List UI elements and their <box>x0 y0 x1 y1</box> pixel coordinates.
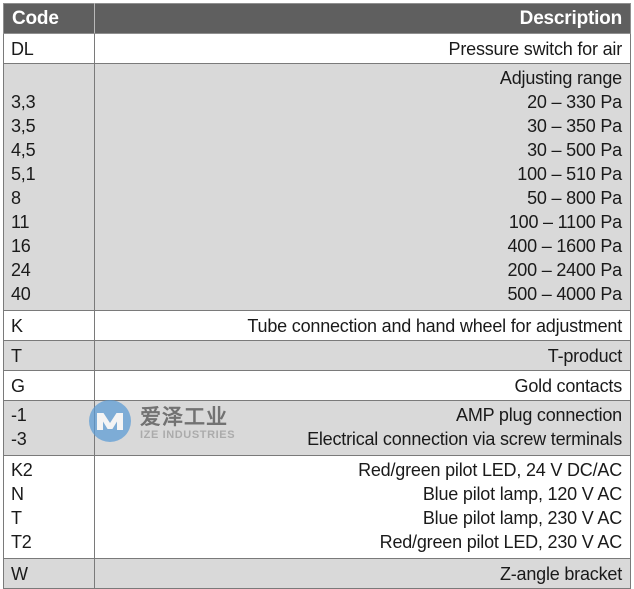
table-row: T T-product <box>3 340 631 371</box>
description-line: 100 – 510 Pa <box>517 164 622 184</box>
cell-code: DL <box>3 33 95 64</box>
table-row: W Z-angle bracket <box>3 558 631 589</box>
column-header-code: Code <box>3 3 95 34</box>
description-line: Red/green pilot LED, 230 V AC <box>379 532 623 552</box>
description-line: Pressure switch for air <box>448 38 623 59</box>
description-line: 30 – 350 Pa <box>527 116 622 136</box>
description-line: Tube connection and hand wheel for adjus… <box>247 315 622 336</box>
description-line: 50 – 800 Pa <box>527 188 622 208</box>
description-line: Blue pilot lamp, 230 V AC <box>422 508 622 528</box>
spec-table-container: Code Description DL Pressure switch for a… <box>0 3 634 589</box>
cell-description: Adjusting range 20 – 330 Pa 30 – 350 Pa 30 … <box>94 63 631 311</box>
description-line: 20 – 330 Pa <box>527 92 622 112</box>
description-line: Z-angle bracket <box>499 563 622 584</box>
product-code-table: Code Description DL Pressure switch for a… <box>3 3 631 589</box>
code-line: G <box>11 375 25 396</box>
spacer <box>11 66 86 90</box>
code-line: K2 <box>11 460 33 480</box>
code-line: 11 <box>11 212 30 232</box>
code-line: N <box>11 484 24 504</box>
code-line: 4,5 <box>11 140 36 160</box>
code-line: -3 <box>11 429 27 449</box>
description-line: 500 – 4000 Pa <box>507 284 622 304</box>
code-line: 40 <box>11 284 31 304</box>
description-line: Red/green pilot LED, 24 V DC/AC <box>358 460 622 480</box>
cell-description: Red/green pilot LED, 24 V DC/AC Blue pilo… <box>94 455 631 559</box>
code-line: T <box>11 345 22 366</box>
cell-code: K <box>3 310 95 341</box>
cell-description: T-product <box>94 340 631 371</box>
description-line: AMP plug connection <box>456 405 622 425</box>
code-line: 3,5 <box>11 116 36 136</box>
column-header-description: Description <box>94 3 631 34</box>
code-line: T <box>11 508 22 528</box>
description-line: 100 – 1100 Pa <box>508 212 622 232</box>
code-line: W <box>11 563 28 584</box>
table-header-row: Code Description <box>3 3 631 34</box>
description-line: Blue pilot lamp, 120 V AC <box>422 484 622 504</box>
table-row: 3,3 3,5 4,5 5,1 8 11 16 24 40 Adjusting range 20 –… <box>3 63 631 311</box>
description-line: 200 – 2400 Pa <box>507 260 622 280</box>
cell-code: W <box>3 558 95 589</box>
code-line: 3,3 <box>11 92 36 112</box>
cell-code: T <box>3 340 95 371</box>
cell-code: 3,3 3,5 4,5 5,1 8 11 16 24 40 <box>3 63 95 311</box>
cell-description: Z-angle bracket <box>94 558 631 589</box>
description-line: Electrical connection via screw terminal… <box>307 429 622 449</box>
cell-description: Pressure switch for air <box>94 33 631 64</box>
cell-description: Tube connection and hand wheel for adjus… <box>94 310 631 341</box>
table-row: DL Pressure switch for air <box>3 33 631 64</box>
table-row: K Tube connection and hand wheel for adju… <box>3 310 631 341</box>
code-line: -1 <box>11 405 27 425</box>
table-body: DL Pressure switch for air 3,3 3,5 4,5 5,1 8 11… <box>3 33 631 589</box>
table-header: Code Description <box>3 3 631 34</box>
code-line: 16 <box>11 236 31 256</box>
code-line: 8 <box>11 188 21 208</box>
description-line: Adjusting range <box>499 68 622 88</box>
code-line: 5,1 <box>11 164 36 184</box>
code-line: K <box>11 315 23 336</box>
description-line: T-product <box>547 345 622 366</box>
code-line: DL <box>11 38 34 59</box>
table-row: G Gold contacts <box>3 370 631 401</box>
cell-code: -1-3 <box>3 400 95 456</box>
description-line: 30 – 500 Pa <box>527 140 622 160</box>
cell-description: Gold contacts <box>94 370 631 401</box>
description-line: 400 – 1600 Pa <box>507 236 622 256</box>
code-line: T2 <box>11 532 32 552</box>
description-line: Gold contacts <box>514 375 623 396</box>
code-line: 24 <box>11 260 31 280</box>
cell-code: G <box>3 370 95 401</box>
